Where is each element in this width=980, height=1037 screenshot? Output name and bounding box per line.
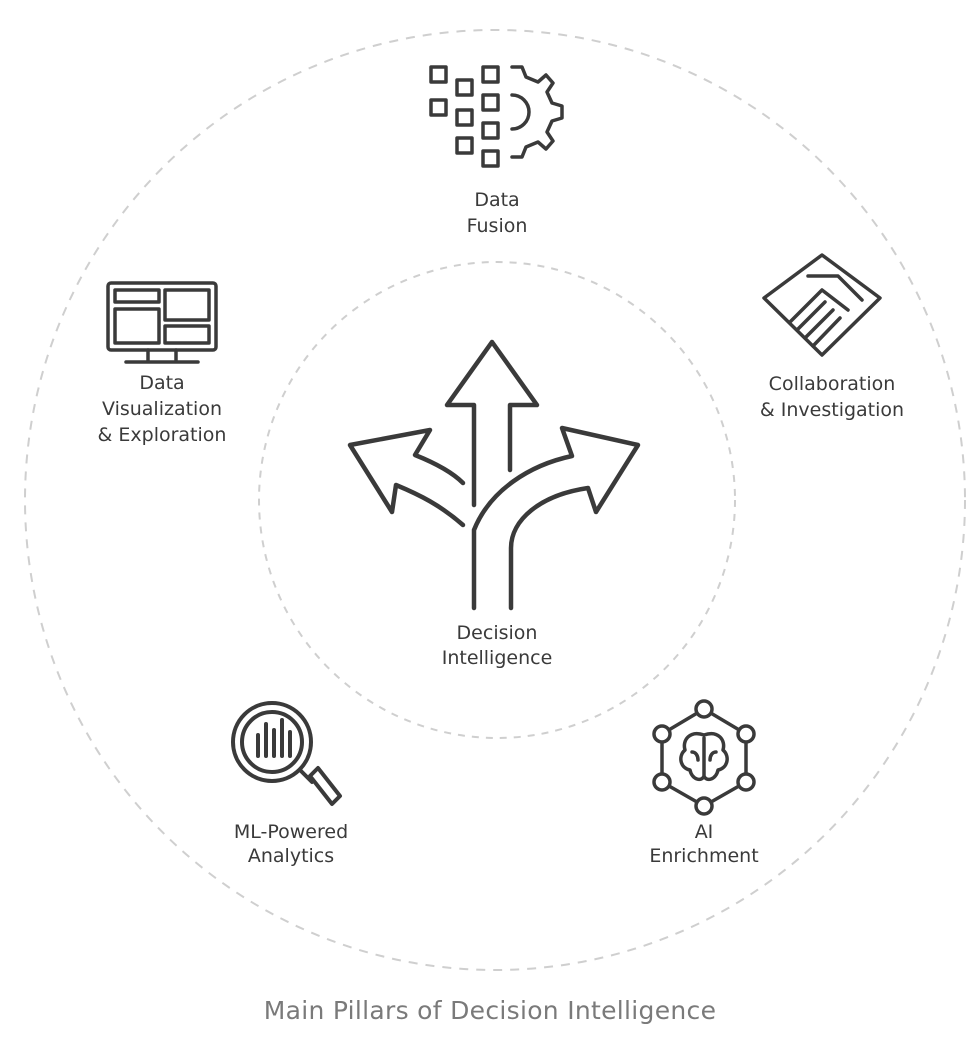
- data-fusion-label-line1: Data: [474, 189, 519, 211]
- brain-network-icon: [652, 699, 756, 816]
- data-gear-icon: [429, 65, 564, 168]
- data-visualization-label-line1: Data: [139, 372, 184, 394]
- ml-analytics-label-line2: Analytics: [248, 845, 334, 867]
- center-label-line2: Intelligence: [442, 647, 553, 669]
- diverging-arrows-icon: [347, 339, 641, 611]
- ai-enrichment-label-line1: AI: [695, 821, 714, 843]
- data-visualization-label-line3: & Exploration: [98, 424, 227, 446]
- outer-dashed-ring: [24, 29, 966, 971]
- ai-enrichment-label-line2: Enrichment: [649, 845, 758, 867]
- inner-dashed-ring: [258, 261, 736, 739]
- data-visualization-label-line2: Visualization: [102, 398, 222, 420]
- magnifier-chart-icon: [231, 701, 342, 806]
- collaboration-label-line1: Collaboration: [769, 373, 896, 395]
- figure-caption: Main Pillars of Decision Intelligence: [263, 996, 717, 1025]
- data-fusion-label-line2: Fusion: [467, 215, 528, 237]
- monitor-dashboard-icon: [106, 281, 218, 364]
- center-label-line1: Decision: [457, 622, 538, 644]
- ml-analytics-label-line1: ML-Powered: [234, 821, 348, 843]
- handshake-icon: [762, 253, 882, 357]
- collaboration-label-line2: & Investigation: [760, 399, 904, 421]
